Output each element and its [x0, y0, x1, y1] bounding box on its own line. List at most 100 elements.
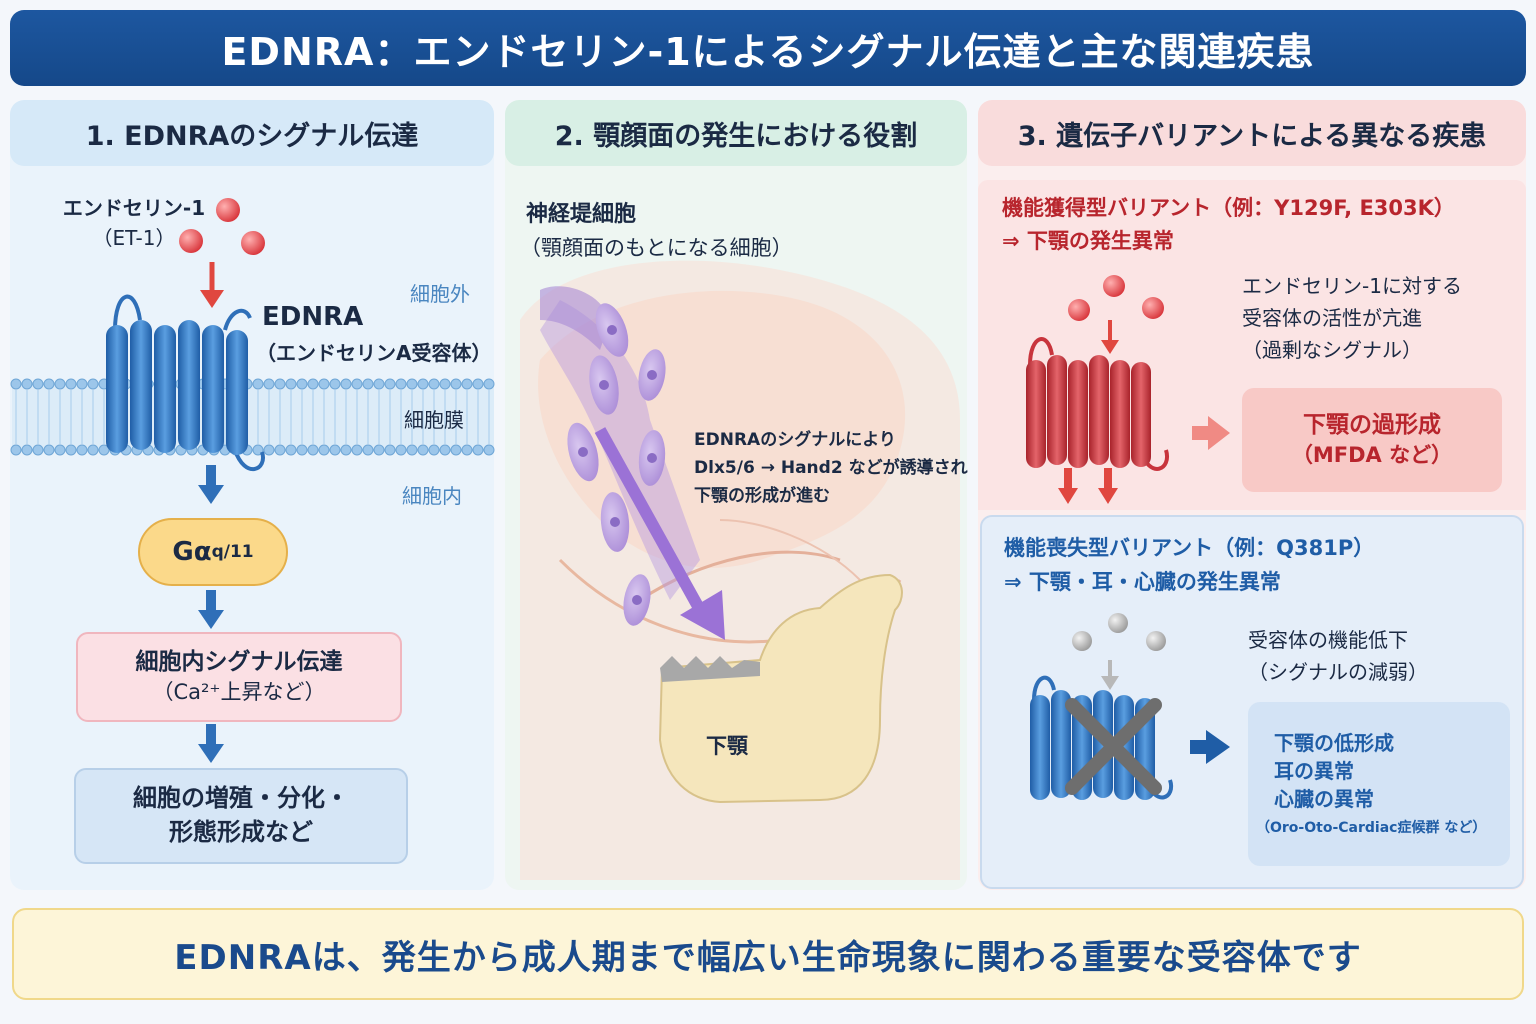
lipid-head — [362, 444, 374, 456]
lof-description: 受容体の機能低下 （シグナルの減弱） — [1248, 624, 1428, 688]
lipid-head — [274, 378, 286, 390]
lipid-head — [21, 444, 33, 456]
lipid-head — [384, 444, 396, 456]
gof-ligand-ball — [1068, 299, 1090, 321]
lipid-head — [65, 444, 77, 456]
mandible-teeth — [660, 656, 760, 682]
et1-ligand-ball — [216, 198, 240, 222]
lipid-head — [406, 378, 418, 390]
lipid-head — [43, 378, 55, 390]
lipid-head — [384, 378, 396, 390]
lipid-head — [417, 378, 429, 390]
lof-title-line2: ⇒ 下顎・耳・心臓の発生異常 — [1004, 569, 1281, 594]
signal-box-line2: （Ca²⁺上昇など） — [152, 680, 326, 705]
panel-signaling: 1. EDNRAのシグナル伝達 — [10, 100, 494, 890]
intracellular-signal-box: 細胞内シグナル伝達 （Ca²⁺上昇など） — [76, 632, 402, 722]
lipid-head — [318, 378, 330, 390]
lipid-head — [406, 444, 418, 456]
membrane-label: 細胞膜 — [404, 408, 464, 432]
lipid-head — [307, 378, 319, 390]
lipid-head — [351, 444, 363, 456]
neural-crest-stream — [540, 286, 610, 350]
gof-description: エンドセリン-1に対する 受容体の活性が亢進 （過剰なシグナル） — [1242, 270, 1462, 366]
lipid-head — [395, 378, 407, 390]
lof-desc-line2: （シグナルの減弱） — [1248, 660, 1428, 684]
extracellular-label: 細胞外 — [410, 282, 470, 306]
panel-signaling-heading: 1. EDNRAのシグナル伝達 — [10, 100, 494, 166]
mandible-shape — [658, 573, 903, 804]
neural-crest-description: （顎顔面のもとになる細胞） — [520, 236, 793, 260]
lipid-head — [340, 378, 352, 390]
lof-ligand-ball — [1108, 613, 1128, 633]
lipid-head — [461, 378, 473, 390]
lof-result-line1: 下顎の低形成 — [1274, 731, 1394, 756]
lipid-head — [296, 444, 308, 456]
lipid-head — [21, 378, 33, 390]
lipid-head — [76, 378, 88, 390]
lipid-head — [461, 444, 473, 456]
lipid-head — [483, 444, 495, 456]
lof-result-line3: 心臓の異常 — [1274, 787, 1374, 812]
lipid-head — [296, 378, 308, 390]
intracellular-label: 細胞内 — [402, 484, 462, 508]
ligand-arrowhead — [200, 290, 224, 308]
lof-ligand-ball — [1072, 631, 1092, 651]
lipid-head — [450, 444, 462, 456]
mandible-label: 下顎 — [706, 734, 748, 758]
lipid-head — [65, 378, 77, 390]
neural-crest-stream — [540, 300, 700, 600]
lipid-head — [76, 444, 88, 456]
gof-ligand-ball — [1103, 275, 1125, 297]
lipid-head — [54, 378, 66, 390]
lof-desc-line1: 受容体の機能低下 — [1248, 628, 1408, 652]
lipid-head — [32, 444, 44, 456]
neural-crest-title: 神経堤細胞 — [526, 202, 637, 227]
lipid-head — [439, 378, 451, 390]
neural-crest-cells — [567, 303, 666, 626]
et1-ligand-label: エンドセリン-1 — [62, 196, 206, 220]
ednra-receptor — [106, 294, 265, 472]
gof-result-line2: （MFDA など） — [1291, 443, 1453, 468]
gof-desc-line1: エンドセリン-1に対する — [1242, 274, 1462, 298]
lipid-head — [472, 378, 484, 390]
lipid-head — [87, 444, 99, 456]
lipid-head — [252, 378, 264, 390]
lipid-head — [329, 378, 341, 390]
gof-output-arrows — [1058, 468, 1118, 504]
lipid-head — [395, 444, 407, 456]
signal-explanation: EDNRAのシグナルにより Dlx5/6 → Hand2 などが誘導され 下顎の… — [694, 426, 968, 510]
lipid-head — [318, 444, 330, 456]
lipid-head — [373, 378, 385, 390]
lipid-head — [43, 444, 55, 456]
et1-ligand-ball — [179, 229, 203, 253]
gof-desc-line3: （過剰なシグナル） — [1242, 338, 1422, 362]
signal-box-line1: 細胞内シグナル伝達 — [135, 649, 343, 676]
lipid-head — [483, 378, 495, 390]
gof-title: 機能獲得型バリアント（例：Y129F, E303K） ⇒ 下顎の発生異常 — [1002, 192, 1455, 257]
lipid-head — [274, 444, 286, 456]
lipid-head — [373, 444, 385, 456]
signal-explanation-line2: Dlx5/6 → Hand2 などが誘導され — [694, 458, 968, 479]
lipid-head — [362, 378, 374, 390]
lipid-head — [417, 444, 429, 456]
lipid-head — [10, 444, 22, 456]
gof-ligand-ball — [1142, 297, 1164, 319]
gof-result-line1: 下顎の過形成 — [1303, 412, 1441, 439]
lof-result-line2: 耳の異常 — [1274, 759, 1354, 784]
lof-ligand-ball — [1146, 631, 1166, 651]
lipid-head — [285, 378, 297, 390]
lipid-head — [472, 444, 484, 456]
lipid-head — [32, 378, 44, 390]
gof-desc-line2: 受容体の活性が亢進 — [1242, 306, 1422, 330]
lipid-head — [98, 444, 110, 456]
lipid-head — [428, 378, 440, 390]
lipid-head — [450, 378, 462, 390]
gof-title-line1: 機能獲得型バリアント（例：Y129F, E303K） — [1002, 196, 1455, 220]
lof-title: 機能喪失型バリアント（例：Q381P） ⇒ 下顎・耳・心臓の発生異常 — [1004, 532, 1374, 599]
lipid-head — [285, 444, 297, 456]
lof-result-box: 下顎の低形成 耳の異常 心臓の異常 （Oro-Oto-Cardiac症候群 など… — [1248, 702, 1510, 866]
g-protein-label: Gα — [172, 537, 212, 567]
migration-arrow — [594, 427, 725, 640]
